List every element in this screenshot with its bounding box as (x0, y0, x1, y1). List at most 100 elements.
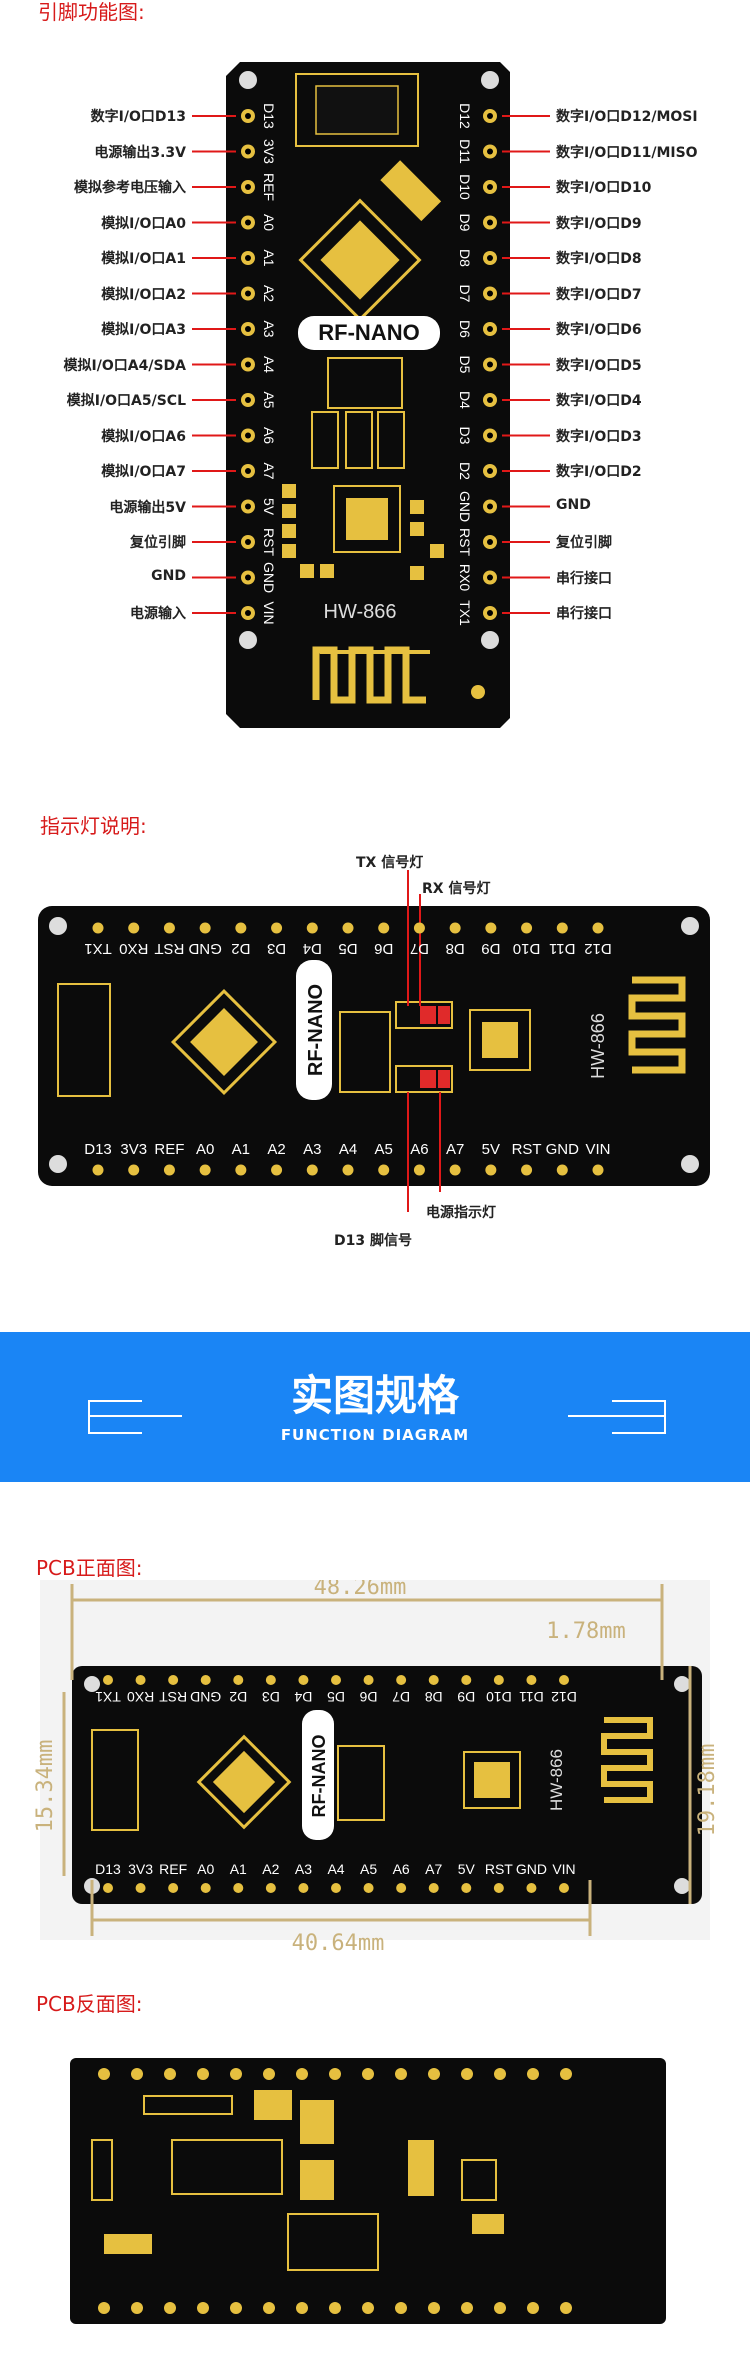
pin-pad-bottom (527, 2302, 539, 2314)
dim-height: 15.34mm (33, 1740, 58, 1833)
pin-desc-right: 数字I/O口D2 (556, 464, 642, 480)
pin-silk-right: D2 (457, 462, 473, 480)
pin-pad-top (168, 1675, 179, 1685)
pin-hole-left (245, 255, 251, 261)
pin-pad-bottom (362, 2302, 374, 2314)
pin-pad-bottom (163, 1164, 175, 1176)
pin-silk-right: D4 (457, 391, 473, 409)
pin-hole-right (487, 361, 493, 368)
brand-badge (302, 1710, 334, 1840)
pin-pad-top (521, 922, 533, 934)
spec-banner: 实图规格 FUNCTION DIAGRAM (0, 1332, 750, 1482)
pin-silk-top: D4 (294, 1689, 312, 1705)
pin-desc-right: 数字I/O口D10 (556, 180, 652, 196)
pin-silk-right: D12 (457, 103, 473, 129)
pin-pad-bottom (235, 1164, 247, 1176)
pin-pad-bottom (413, 1164, 425, 1176)
banner-rule-right (568, 1415, 664, 1417)
pin-silk-top: GND (188, 940, 222, 957)
pin-pad-bottom (199, 1164, 211, 1176)
pin-desc-right: 数字I/O口D12/MOSI (556, 109, 698, 125)
pin-desc-right: 串行接口 (556, 570, 612, 587)
pin-desc-left: 模拟I/O口A5/SCL (66, 393, 186, 409)
mount-hole (84, 1676, 100, 1692)
pin-pad-top (592, 922, 604, 934)
pcb-back-diagram (0, 2030, 750, 2340)
pin-pad-bottom (329, 2302, 341, 2314)
led-block-bottom (395, 1065, 453, 1093)
pin-pad-top (98, 2068, 110, 2080)
pin-pad-top (428, 2068, 440, 2080)
pin-silk-right: D11 (457, 139, 473, 164)
mount-hole (49, 917, 67, 935)
pin-pad-bottom (265, 1883, 276, 1893)
section-title-pcb-front: PCB正面图: (36, 1556, 143, 1580)
pcb-board (226, 62, 510, 728)
pin-pad-top (526, 1675, 537, 1685)
pin-pad-top (298, 1675, 309, 1685)
pin-pad-bottom (560, 2302, 572, 2314)
pin-silk-bottom: A7 (446, 1141, 464, 1158)
pin-pad-bottom (363, 1883, 374, 1893)
led-block-top (395, 1001, 453, 1029)
ic-footprint (287, 2213, 379, 2271)
banner-bracket-left (88, 1400, 142, 1434)
pin-silk-bottom: 5V (458, 1861, 476, 1877)
pin-board-svg: RF-NANO HW-866 D133V3REFA0A1A2A3A4A5A6A7… (192, 62, 550, 728)
pin-desc-left: 模拟I/O口A7 (101, 464, 186, 480)
pin-silk-left: A2 (261, 285, 277, 302)
pin-silk-left: A0 (261, 214, 277, 231)
pin-hole-left (245, 361, 251, 368)
mcu-chip (298, 198, 422, 322)
pin-desc-left: 电源输入 (130, 606, 186, 622)
pin-pad-bottom (131, 2302, 143, 2314)
pin-desc-right: 复位引脚 (556, 535, 612, 551)
pin-hole-left (245, 574, 251, 581)
pin-pad-top (342, 922, 354, 934)
model-text: HW-866 (588, 1013, 608, 1079)
pin-silk-top: RX0 (119, 940, 148, 957)
rx-led (438, 1006, 450, 1024)
pin-pad-top (230, 2068, 242, 2080)
pin-desc-left: 模拟I/O口A2 (101, 286, 186, 303)
pin-desc-right: 数字I/O口D5 (556, 357, 642, 374)
pin-pad-top (363, 1675, 374, 1685)
pin-pad-top (306, 922, 318, 934)
pin-hole-left (245, 290, 251, 297)
pin-silk-top: D10 (486, 1689, 512, 1705)
pin-pad-bottom (485, 1164, 497, 1176)
pin-pad-bottom (296, 2302, 308, 2314)
pin-pad-bottom (164, 2302, 176, 2314)
pin-silk-top: D9 (481, 940, 500, 957)
rf-chip-core (474, 1762, 510, 1798)
tx-indicator-label: TX 信号灯 (356, 855, 424, 871)
rf-chip-core (482, 1022, 518, 1058)
smd-component (408, 2140, 434, 2196)
rf-chip-core (346, 498, 388, 540)
pin-silk-right: RST (457, 528, 473, 556)
pcb-board-front (72, 1666, 702, 1904)
pin-pad-top (128, 922, 140, 934)
pin-silk-right: D3 (457, 427, 473, 445)
pin-desc-left: 模拟I/O口A3 (101, 322, 186, 338)
pin-silk-left: VIN (261, 601, 277, 624)
dimension-lines (62, 1584, 692, 1936)
pin-silk-bottom: RST (485, 1861, 513, 1877)
pin-hole-left (245, 184, 251, 190)
pin-pad-top (559, 1675, 569, 1685)
pin-silk-bottom: A7 (425, 1861, 442, 1877)
pin-pad-bottom (103, 1883, 113, 1893)
back-svg (70, 2058, 666, 2324)
pin-pad-top (494, 2068, 506, 2080)
pin-silk-top: RX0 (127, 1689, 154, 1705)
pin-silk-bottom: A6 (393, 1861, 410, 1877)
pin-pad-top (449, 922, 461, 934)
pin-silk-bottom: 5V (482, 1141, 500, 1158)
pin-pad-top (428, 1675, 439, 1685)
banner-title: 实图规格 (290, 1371, 459, 1420)
pin-pad-top (296, 2068, 308, 2080)
pin-pad-top (200, 1675, 211, 1685)
indicator-svg: RF-NANO HW-866 D12D11D10D9D8D7D6D5D4D3D2… (38, 870, 710, 1212)
